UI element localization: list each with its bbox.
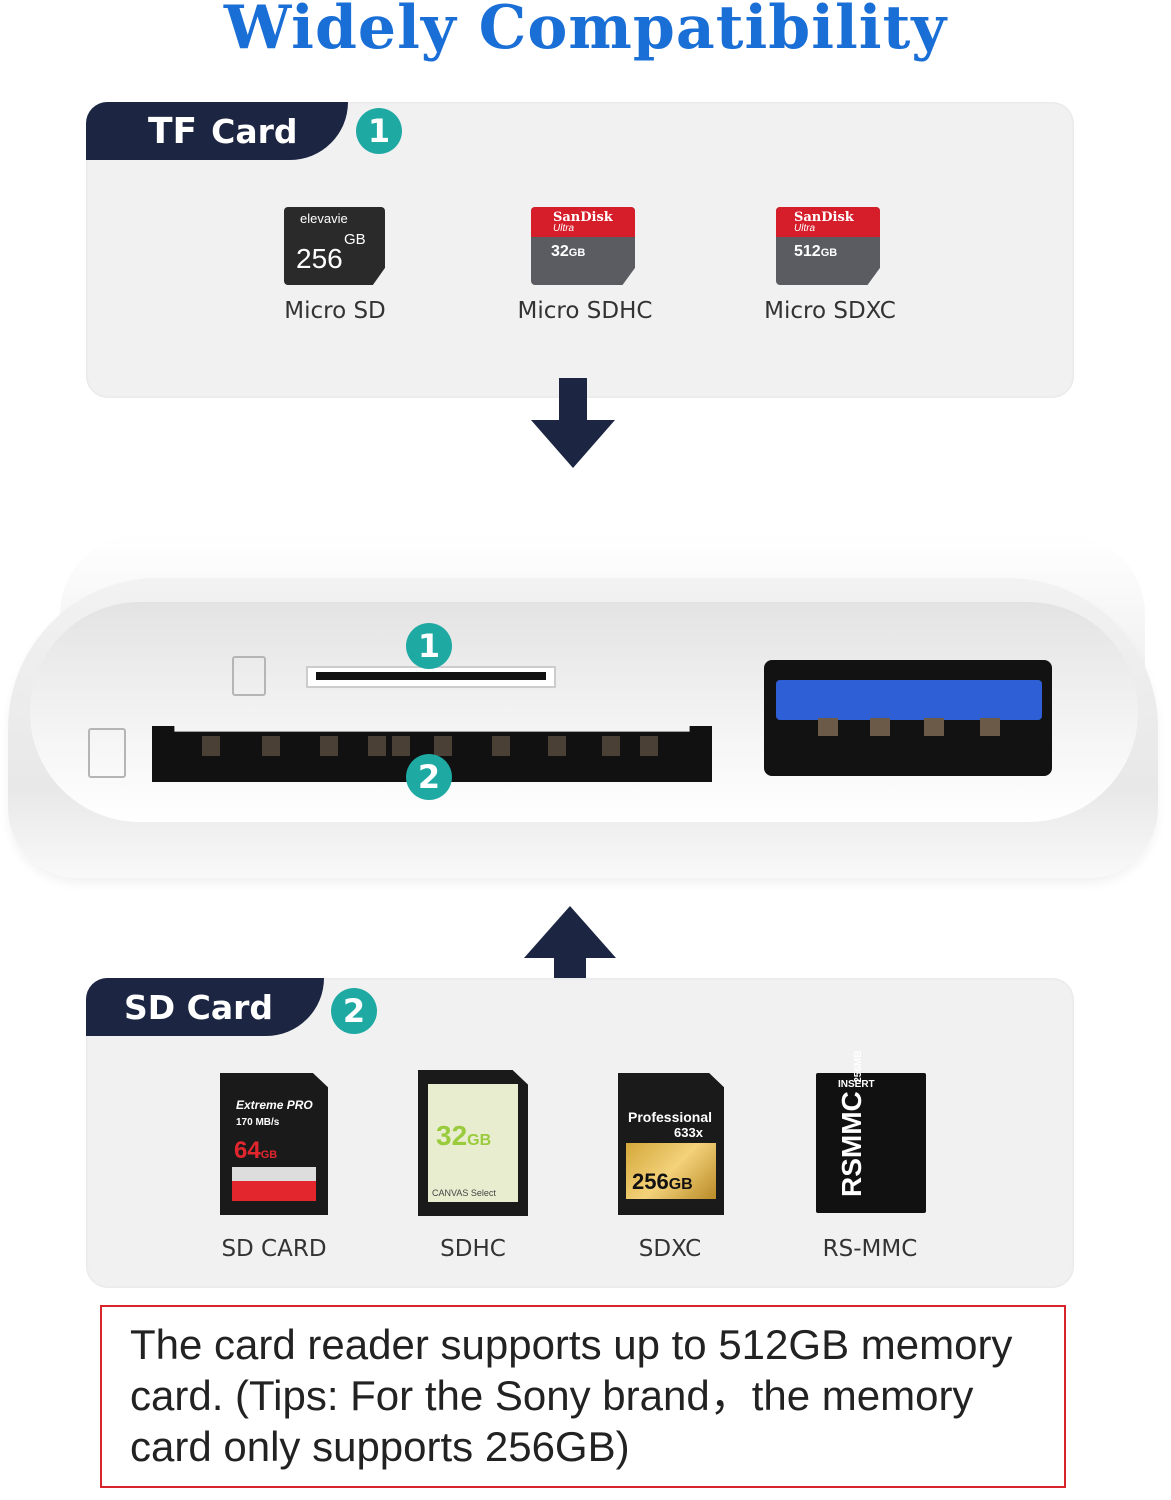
rs-mmc-capacity: 256 <box>853 1066 864 1083</box>
micro-sd-label: Micro SD <box>284 298 386 324</box>
sd-card-label: SD CARD <box>221 1236 327 1262</box>
micro-sd-card: elevavie 256 GB <box>284 207 385 285</box>
sdxc-label: SDXC <box>638 1236 702 1262</box>
sdxc-card-capacity: 256 <box>632 1169 669 1194</box>
tf-card-tag: TF Card <box>86 102 348 160</box>
micro-sdxc-capacity: 512 <box>794 243 821 260</box>
micro-sd-capacity: 256 <box>296 243 343 274</box>
slot-2-badge: 2 <box>406 754 452 800</box>
micro-sd-slot <box>306 666 556 688</box>
page-title: Widely Compatibility <box>223 0 948 63</box>
micro-sdxc-unit: GB <box>820 247 838 259</box>
sd-card-line1: Extreme PRO <box>236 1098 313 1112</box>
card-reader-device: 1 2 <box>0 530 1171 910</box>
micro-sdhc-label: Micro SDHC <box>517 298 653 324</box>
sd-card-line2: 170 MB/s <box>236 1117 280 1128</box>
rs-mmc-brand: RSMMC <box>836 1091 867 1197</box>
sd-card-tag: SD Card <box>86 978 324 1036</box>
sd-card-capacity: 64 <box>234 1137 261 1164</box>
sdhc-label: SDHC <box>440 1236 506 1262</box>
micro-sd-brand: elevavie <box>300 211 348 226</box>
micro-sdxc-label: Micro SDXC <box>764 298 896 324</box>
micro-sdhc-unit: GB <box>568 247 586 259</box>
sdxc-card-unit: GB <box>668 1176 693 1193</box>
tf-tag-small: Card <box>211 111 298 151</box>
micro-sdhc-card: SanDisk Ultra 32GB <box>531 207 635 285</box>
sd-tag-label: SD Card <box>124 987 274 1027</box>
sdxc-card-line1: Professional <box>628 1109 713 1125</box>
rs-mmc-card: INSERT RSMMC 256MB <box>816 1051 926 1213</box>
micro-sdxc-brand: SanDisk <box>794 210 854 225</box>
sdxc-card-professional: Professional 633x 256GB <box>618 1073 724 1215</box>
micro-sdhc-capacity: 32 <box>551 243 569 260</box>
compatibility-note: The card reader supports up to 512GB mem… <box>100 1305 1066 1488</box>
note-text: The card reader supports up to 512GB mem… <box>130 1321 1013 1470</box>
arrow-down-icon <box>531 378 615 468</box>
sd-number-badge: 2 <box>331 988 377 1034</box>
sd-card-unit: GB <box>260 1149 278 1161</box>
tf-tag-big: TF <box>148 110 198 152</box>
sdhc-card-capacity: 32 <box>436 1120 468 1151</box>
sdhc-card-canvas: 32GB CANVAS Select <box>418 1070 528 1216</box>
micro-sdhc-brand: SanDisk <box>553 210 613 225</box>
rs-mmc-insert: INSERT <box>838 1079 875 1090</box>
tf-number-badge: 1 <box>356 108 402 154</box>
rs-mmc-unit: MB <box>853 1050 864 1067</box>
sd-slot-icon <box>88 728 126 778</box>
rs-mmc-label: RS-MMC <box>822 1236 918 1262</box>
micro-sdxc-card: SanDisk Ultra 512GB <box>776 207 880 285</box>
sd-card-extreme-pro: Extreme PRO 170 MB/s 64GB <box>220 1073 328 1215</box>
sdhc-card-unit: GB <box>467 1132 492 1149</box>
micro-sdxc-sub: Ultra <box>794 223 816 234</box>
micro-sd-slot-icon <box>232 656 266 696</box>
slot-1-badge: 1 <box>406 623 452 669</box>
micro-sd-unit: GB <box>344 231 366 248</box>
usb-port <box>764 660 1052 776</box>
sdxc-card-line2: 633x <box>674 1125 703 1140</box>
arrow-up-icon <box>524 906 616 998</box>
sdhc-card-line2: CANVAS Select <box>432 1188 496 1198</box>
micro-sdhc-sub: Ultra <box>553 223 575 234</box>
